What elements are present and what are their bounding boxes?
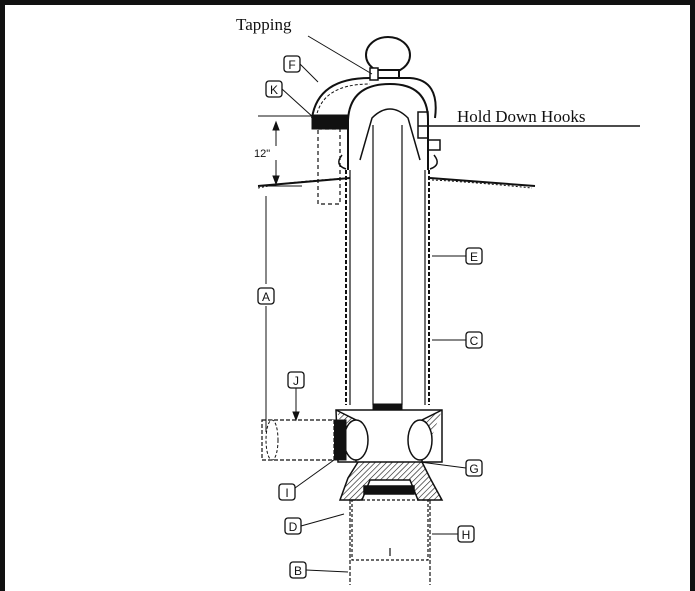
- depth-dimension: [258, 115, 312, 432]
- tapping-fitting: [311, 114, 349, 205]
- callout-i: I: [285, 486, 288, 500]
- depth-label: 12": [254, 148, 270, 160]
- dome-cover: [311, 67, 437, 119]
- standpipe: [345, 125, 430, 413]
- leader-f: [299, 63, 319, 83]
- callout-i-box: [278, 483, 296, 501]
- leader-d: [300, 513, 345, 527]
- leader-g: [419, 461, 467, 469]
- tapping-leader: [307, 35, 373, 75]
- callout-a-box: [257, 287, 275, 305]
- callout-b: B: [294, 564, 302, 578]
- leader-b: [305, 569, 349, 573]
- callout-f: F: [288, 58, 295, 72]
- lower-pipe: [349, 499, 431, 585]
- tee-body: [335, 409, 444, 501]
- callout-j: J: [293, 374, 299, 388]
- leader-k: [281, 88, 315, 119]
- callout-k: K: [270, 83, 278, 97]
- leader-j-arrow: [292, 411, 300, 422]
- callout-h: H: [462, 528, 471, 542]
- ground-surface: [257, 177, 536, 189]
- hydrant-head: [338, 82, 441, 170]
- callout-a: A: [262, 290, 270, 304]
- callout-e: E: [470, 250, 478, 264]
- tapping-label: Tapping: [236, 15, 292, 34]
- leader-i: [294, 459, 335, 489]
- callout-g: G: [469, 462, 478, 476]
- callout-d: D: [289, 520, 298, 534]
- hold-down-hooks-label: Hold Down Hooks: [457, 107, 585, 126]
- side-outlet: [261, 419, 347, 461]
- callout-c: C: [470, 334, 479, 348]
